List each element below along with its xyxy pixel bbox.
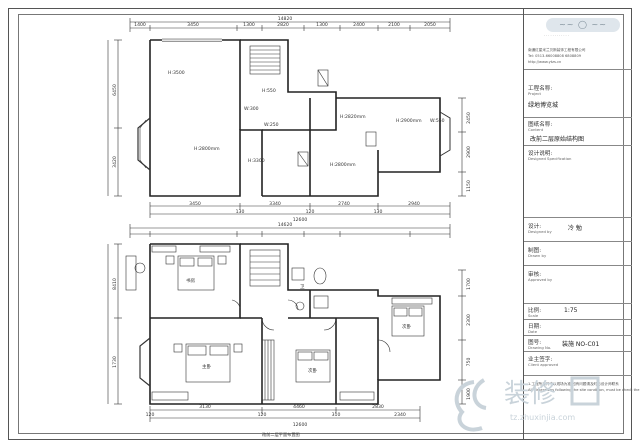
watermark-site: tz.zhuxinjia.com	[510, 413, 575, 422]
date-cell: 日期: Date	[524, 320, 632, 336]
top-overall-dim: 14820	[278, 16, 293, 22]
svg-text:14620: 14620	[278, 222, 293, 228]
svg-text:H:550: H:550	[262, 88, 276, 94]
room-label-master: 主卧	[202, 363, 212, 370]
logo-mark-icon: ~~ ◯ ~~	[546, 18, 620, 32]
svg-text:3340: 3340	[269, 201, 281, 207]
svg-text:750: 750	[466, 358, 472, 367]
svg-text:W:250: W:250	[264, 122, 279, 128]
drawing-no-value: 装施 NO-C01	[562, 341, 600, 348]
svg-text:2100: 2100	[388, 22, 400, 28]
inner-border	[18, 14, 624, 434]
svg-text:8410: 8410	[112, 278, 118, 290]
signature-cell: 业主签字: Client approved	[524, 352, 632, 376]
svg-text:H:2800mm: H:2800mm	[194, 146, 220, 152]
svg-text:2940: 2940	[408, 201, 420, 207]
svg-text:2820: 2820	[277, 22, 289, 28]
svg-text:1700: 1700	[466, 278, 472, 290]
svg-text:2740: 2740	[338, 201, 350, 207]
svg-text:6450: 6450	[112, 84, 118, 96]
svg-text:12600: 12600	[293, 422, 308, 428]
svg-text:H:2900mm: H:2900mm	[396, 118, 422, 124]
designer-cell: 设计: Designed by 冷 勉	[524, 218, 632, 242]
svg-text:W:300: W:300	[244, 106, 259, 112]
designer-name: 冷 勉	[568, 225, 582, 232]
company-cell: ~~ ◯ ~~ · · · · · · · · · · · · 南通红星米兰贝斯…	[524, 8, 632, 70]
svg-text:120: 120	[146, 412, 155, 418]
svg-text:2830: 2830	[372, 404, 384, 410]
svg-text:1300: 1300	[243, 22, 255, 28]
project-cell: 工程名称: Project 绿地博览城	[524, 70, 632, 118]
room-label-bedroom-3: 次卧	[402, 323, 412, 330]
svg-text:1900: 1900	[466, 388, 472, 400]
room-label-bedroom-2: 次卧	[308, 367, 318, 374]
room-label-bath: 卫	[300, 284, 305, 290]
scale-value: 1:75	[564, 307, 578, 314]
outer-border	[8, 8, 632, 440]
svg-text:3130: 3130	[199, 404, 211, 410]
svg-text:4460: 4460	[293, 404, 305, 410]
svg-text:3450: 3450	[189, 201, 201, 207]
svg-text:130: 130	[374, 209, 383, 215]
watermark-brand: 装修	[504, 379, 556, 409]
svg-text:120: 120	[258, 412, 267, 418]
svg-text:2450: 2450	[466, 112, 472, 124]
drawing-name-cell: 图纸名称: Content 改前二层原始结构图	[524, 118, 632, 146]
drawn-by-cell: 制图: Drawn by	[524, 242, 632, 266]
svg-text:2900: 2900	[466, 146, 472, 158]
svg-text:1730: 1730	[112, 356, 118, 368]
svg-text:1150: 1150	[466, 180, 472, 192]
svg-text:H:2820mm: H:2820mm	[340, 114, 366, 120]
svg-text:2400: 2400	[353, 22, 365, 28]
design-spec-cell: 设计说明: Designed Specification	[524, 146, 632, 218]
drawing-no-cell: 图号: Drawing No. 装施 NO-C01	[524, 336, 632, 352]
project-name: 绿地博览城	[528, 102, 559, 109]
svg-text:1400: 1400	[134, 22, 146, 28]
svg-text:2340: 2340	[394, 412, 406, 418]
svg-text:1300: 1300	[316, 22, 328, 28]
floor-plans: 14820 1400 3450 1300 2820 1300 2400 2100…	[107, 16, 472, 438]
svg-text:2300: 2300	[466, 314, 472, 326]
site-watermark: 装修 tz.zhuxinjia.com	[454, 376, 600, 432]
svg-text:2050: 2050	[424, 22, 436, 28]
scale-cell: 比例: Scale 1:75	[524, 304, 632, 320]
svg-text:3450: 3450	[187, 22, 199, 28]
svg-text:130: 130	[236, 209, 245, 215]
drawing-name: 改前二层原始结构图	[530, 136, 585, 143]
plan-caption: 改前二层平面布置图	[262, 431, 300, 438]
svg-text:H:3500: H:3500	[168, 70, 185, 76]
svg-text:H:3300: H:3300	[248, 158, 265, 164]
watermark-logo-icon	[454, 378, 487, 432]
svg-text:12600: 12600	[293, 217, 308, 223]
svg-text:3420: 3420	[112, 156, 118, 168]
svg-text:310: 310	[332, 412, 341, 418]
svg-text:120: 120	[306, 209, 315, 215]
approved-cell: 审核: Approved by	[524, 266, 632, 304]
room-label-study: 书房	[186, 277, 196, 284]
svg-text:W:550: W:550	[430, 118, 445, 124]
svg-text:H:2800mm: H:2800mm	[330, 162, 356, 168]
company-logo: ~~ ◯ ~~ · · · · · · · · · · · ·	[530, 12, 626, 46]
